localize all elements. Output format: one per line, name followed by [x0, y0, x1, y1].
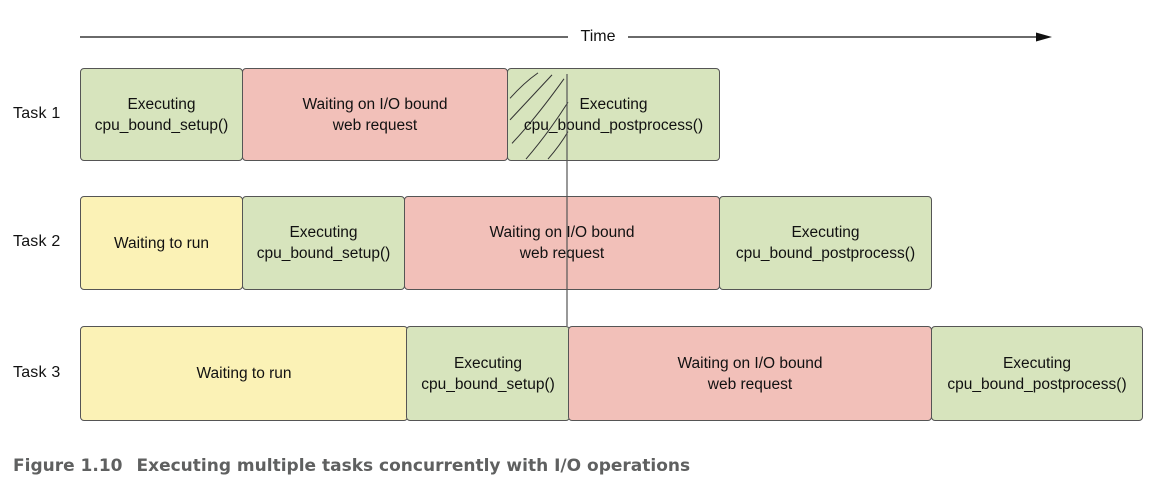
segment-line2: cpu_bound_postprocess() — [947, 375, 1127, 393]
segment-line1: Executing — [791, 224, 860, 241]
segment-line2: web request — [707, 375, 793, 393]
figure-caption: Figure 1.10 Executing multiple tasks conc… — [13, 454, 690, 478]
task-1-postprocess-segment: Executing cpu_bound_postprocess() — [507, 68, 720, 161]
time-axis — [80, 32, 1052, 42]
segment-line2: cpu_bound_setup() — [256, 245, 391, 262]
task-2-setup-segment: Executing cpu_bound_setup() — [242, 196, 405, 290]
segment-line2: cpu_bound_postprocess() — [735, 245, 916, 262]
time-label: Time — [568, 27, 628, 47]
task-1-setup-segment: Executing cpu_bound_setup() — [80, 68, 243, 161]
task-3-postprocess-segment: Executing cpu_bound_postprocess() — [931, 326, 1143, 421]
task-3-wait-run-segment: Waiting to run — [80, 326, 408, 421]
figure-caption-text: Executing multiple tasks concurrently wi… — [136, 456, 691, 476]
segment-line2: cpu_bound_setup() — [94, 116, 229, 134]
segment-line1: Executing — [127, 95, 196, 113]
task-2-io-wait-segment: Waiting on I/O bound web request — [404, 196, 720, 290]
segment-line1: Waiting to run — [196, 365, 292, 382]
segment-line2: cpu_bound_setup() — [421, 375, 555, 393]
segment-line1: Waiting to run — [113, 234, 210, 252]
segment-line1: Executing — [1002, 354, 1072, 372]
task-2-label: Task 2 — [13, 233, 61, 250]
task-3-setup-segment: Executing cpu_bound_setup() — [406, 326, 570, 421]
task-1-io-wait-segment: Waiting on I/O bound web request — [242, 68, 508, 161]
segment-line2: cpu_bound_postprocess() — [523, 116, 704, 134]
segment-line1: Executing — [289, 224, 358, 241]
segment-line1: Waiting on I/O bound — [489, 224, 635, 241]
task-1-label: Task 1 — [13, 105, 61, 122]
segment-line2: web request — [332, 116, 418, 134]
hatch-pattern — [509, 72, 569, 160]
task-2-postprocess-segment: Executing cpu_bound_postprocess() — [719, 196, 932, 290]
time-arrowhead-icon — [1036, 32, 1052, 42]
segment-line1: Executing — [579, 95, 648, 113]
task-2-wait-run-segment: Waiting to run — [80, 196, 243, 290]
task-3-io-wait-segment: Waiting on I/O bound web request — [568, 326, 932, 421]
task-3-label: Task 3 — [13, 364, 61, 381]
figure-number: Figure 1.10 — [13, 456, 123, 476]
segment-line1: Waiting on I/O bound — [677, 354, 823, 372]
segment-line1: Executing — [453, 354, 523, 372]
segment-line1: Waiting on I/O bound — [302, 95, 448, 113]
segment-line2: web request — [519, 245, 605, 262]
